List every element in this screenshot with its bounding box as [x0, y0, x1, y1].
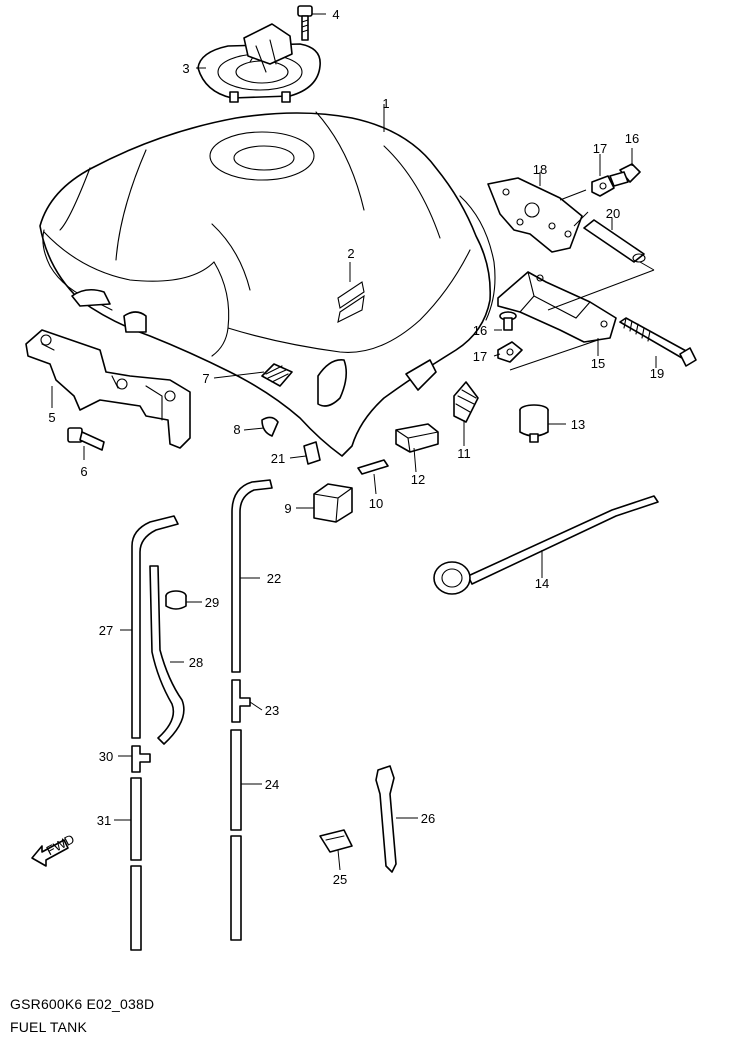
callout-25: 25 [333, 872, 347, 887]
hose-part-28[interactable] [149, 565, 185, 745]
pad-part-7[interactable] [261, 363, 293, 387]
t-joint-part-23[interactable] [231, 679, 251, 723]
callout-24: 24 [265, 777, 279, 792]
cushion-part-8[interactable] [261, 416, 279, 437]
clip-part-25[interactable] [319, 829, 353, 853]
callout-15: 15 [591, 356, 605, 371]
callout-16-lower: 16 [473, 323, 487, 338]
callout-13: 13 [571, 417, 585, 432]
tank-bracket[interactable] [25, 329, 191, 449]
callout-19: 19 [650, 366, 664, 381]
callout-5: 5 [48, 410, 55, 425]
t-joint-part-30[interactable] [131, 745, 151, 773]
hose-part-22[interactable] [231, 479, 273, 673]
long-bolt-part-19[interactable] [619, 317, 697, 367]
callout-1: 1 [382, 96, 389, 111]
callout-31: 31 [97, 813, 111, 828]
callout-11: 11 [457, 446, 471, 461]
diagram-code: GSR600K6 E02_038D [10, 996, 155, 1012]
mounting-plate-part-18[interactable] [487, 177, 583, 253]
callout-7: 7 [202, 371, 209, 386]
callout-21: 21 [271, 451, 285, 466]
callout-3: 3 [182, 61, 189, 76]
callout-6: 6 [80, 464, 87, 479]
callout-30: 30 [99, 749, 113, 764]
bracket-bolt[interactable] [67, 427, 105, 451]
pad-part-11[interactable] [453, 381, 479, 423]
hose-part-27[interactable] [131, 515, 179, 739]
grommet-part-17-lower[interactable] [497, 341, 523, 363]
bolt-part-16-lower[interactable] [499, 311, 517, 331]
callout-27: 27 [99, 623, 113, 638]
callout-2: 2 [347, 246, 354, 261]
forward-direction-arrow: FWD [31, 831, 77, 867]
strip-part-10[interactable] [357, 459, 389, 475]
hose-part-31[interactable] [130, 777, 142, 951]
leader-lines [51, 13, 657, 871]
fuel-tank-body[interactable] [39, 111, 496, 457]
callout-17-lower: 17 [473, 349, 487, 364]
callout-29: 29 [205, 595, 219, 610]
callout-17-upper: 17 [593, 141, 607, 156]
callout-14: 14 [535, 576, 549, 591]
tie-strap-part-26[interactable] [375, 765, 397, 873]
fwd-label: FWD [44, 831, 77, 858]
callout-22: 22 [267, 571, 281, 586]
callout-23: 23 [265, 703, 279, 718]
callout-16-upper: 16 [625, 131, 639, 146]
callout-20: 20 [606, 206, 620, 221]
callout-18: 18 [533, 162, 547, 177]
callout-26: 26 [421, 811, 435, 826]
fuel-cap-assembly[interactable] [197, 23, 321, 103]
rod-part-14[interactable] [433, 495, 659, 595]
callout-8: 8 [233, 422, 240, 437]
grommet-part-17-upper[interactable] [591, 175, 615, 197]
cushion-block-part-9[interactable] [313, 483, 353, 523]
callout-12: 12 [411, 472, 425, 487]
pad-part-21[interactable] [303, 441, 321, 465]
callout-10: 10 [369, 496, 383, 511]
callout-28: 28 [189, 655, 203, 670]
cap-bolt[interactable] [297, 5, 313, 41]
callout-9: 9 [284, 501, 291, 516]
damper-part-12[interactable] [395, 423, 439, 453]
bolt-part-16-upper[interactable] [609, 163, 641, 187]
cap-part-13[interactable] [519, 404, 549, 443]
clamp-part-29[interactable] [165, 590, 187, 610]
callout-labels: 1 2 3 4 5 6 7 8 9 10 11 12 13 14 15 16 1… [48, 7, 664, 887]
collar-part-20[interactable] [583, 219, 646, 263]
hose-part-24[interactable] [230, 729, 242, 941]
diagram-title: FUEL TANK [10, 1019, 88, 1035]
callout-4: 4 [332, 7, 339, 22]
